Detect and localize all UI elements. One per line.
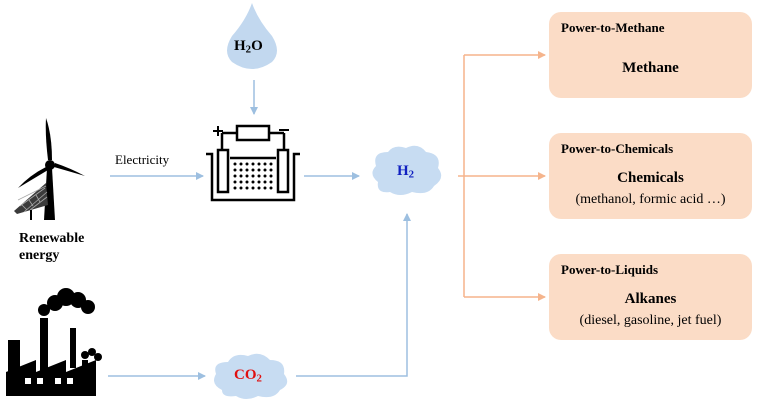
bubble-dot <box>239 180 243 184</box>
bubble-dot <box>263 162 267 166</box>
water-formula: H2O <box>234 38 263 56</box>
co2-formula: CO2 <box>234 367 262 385</box>
bubble-dot <box>269 168 273 172</box>
factory-icon <box>6 288 102 396</box>
bubble-dot <box>233 180 237 184</box>
bubble-dot <box>263 186 267 190</box>
hydrogen-formula: H2 <box>397 163 415 181</box>
pathway-product: Methane <box>622 60 679 76</box>
pathway-title: Power-to-Chemicals <box>561 141 674 156</box>
bubble-dot <box>233 174 237 178</box>
wind-turbine-icon <box>18 118 85 220</box>
power-to-chemicals-box: Power-to-Chemicals Chemicals (methanol, … <box>549 133 752 219</box>
co2-cloud-icon <box>214 353 288 399</box>
bubble-dot <box>251 186 255 190</box>
bubble-dot <box>239 162 243 166</box>
arrow-co2-to-hydrogen <box>296 213 411 377</box>
bubble-dot <box>239 168 243 172</box>
pathway-product: Chemicals <box>617 170 684 186</box>
bubble-dot <box>251 168 255 172</box>
pathway-examples: (diesel, gasoline, jet fuel) <box>579 313 722 328</box>
bubble-dot <box>245 168 249 172</box>
pathway-examples: (methanol, formic acid …) <box>575 192 726 207</box>
bubble-dot <box>263 180 267 184</box>
pathway-title: Power-to-Methane <box>561 20 665 35</box>
bubble-dot <box>269 174 273 178</box>
power-to-liquids-box: Power-to-Liquids Alkanes (diesel, gasoli… <box>549 254 752 340</box>
water-drop-icon <box>227 3 277 69</box>
bubble-dot <box>269 162 273 166</box>
bubble-dot <box>257 180 261 184</box>
bubble-dot <box>251 174 255 178</box>
electrolyzer-bubbles <box>233 162 273 190</box>
bubble-dot <box>233 186 237 190</box>
bubble-dot <box>257 186 261 190</box>
bubble-dot <box>239 186 243 190</box>
plus-sign <box>213 126 223 136</box>
bubble-dot <box>251 162 255 166</box>
electricity-label: Electricity <box>115 152 170 167</box>
electrolyzer-icon <box>206 124 300 202</box>
bubble-dot <box>233 162 237 166</box>
bubble-dot <box>263 168 267 172</box>
bubble-dot <box>251 180 255 184</box>
bubble-dot <box>245 186 249 190</box>
renewable-energy-label-line2: energy <box>19 248 60 263</box>
power-to-methane-box: Power-to-Methane Methane <box>549 12 752 98</box>
pathway-title: Power-to-Liquids <box>561 262 659 277</box>
bubble-dot <box>269 180 273 184</box>
bubble-dot <box>257 174 261 178</box>
bubble-dot <box>257 162 261 166</box>
bubble-dot <box>263 174 267 178</box>
hydrogen-cloud-icon <box>372 145 442 195</box>
renewable-energy-label-line1: Renewable <box>19 231 85 246</box>
bubble-dot <box>245 162 249 166</box>
bubble-dot <box>233 168 237 172</box>
bubble-dot <box>245 174 249 178</box>
bubble-dot <box>257 168 261 172</box>
solar-panel-icon <box>14 183 48 220</box>
bubble-dot <box>245 180 249 184</box>
pathway-product: Alkanes <box>624 291 677 307</box>
bubble-dot <box>239 174 243 178</box>
bubble-dot <box>269 186 273 190</box>
